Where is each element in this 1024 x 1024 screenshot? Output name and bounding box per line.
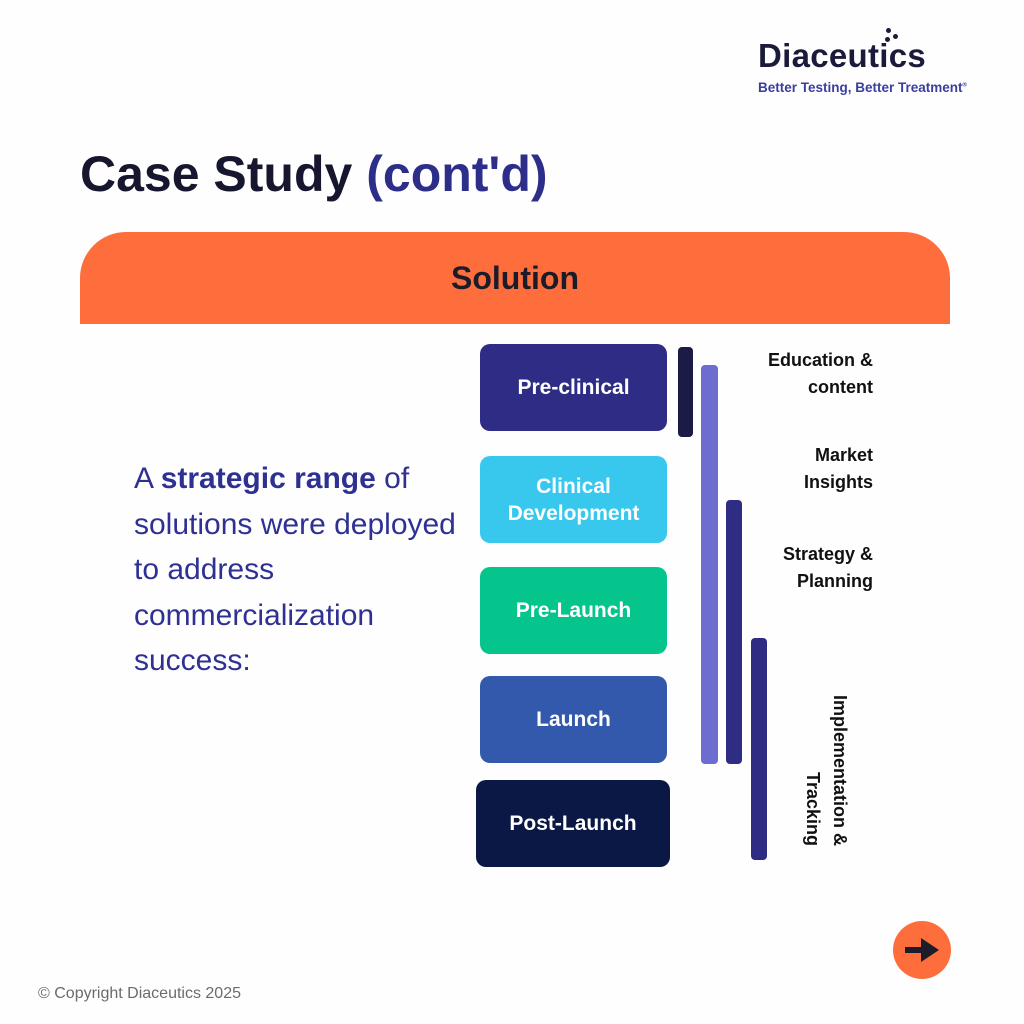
intro-emphasis: strategic range bbox=[160, 462, 376, 495]
trademark-symbol: ® bbox=[962, 82, 967, 89]
stage-box-pre-launch: Pre-Launch bbox=[480, 567, 667, 654]
span-bar-market-insights bbox=[701, 365, 718, 764]
title-main: Case Study bbox=[80, 146, 353, 202]
section-heading: Solution bbox=[451, 259, 579, 296]
span-bar-education bbox=[678, 347, 693, 437]
brand-tagline: Better Testing, Better Treatment® bbox=[758, 80, 967, 95]
intro-text: A strategic range of solutions were depl… bbox=[134, 462, 456, 677]
service-label-market-insights: Market Insights bbox=[803, 445, 873, 492]
service-label-strategy: Strategy & Planning bbox=[782, 544, 873, 591]
next-button[interactable] bbox=[893, 921, 951, 979]
stage-box-pre-clinical: Pre-clinical bbox=[480, 344, 667, 431]
logo-dots-icon bbox=[884, 28, 902, 46]
arrow-right-icon bbox=[905, 938, 939, 962]
brand-name: Diaceutics bbox=[758, 37, 927, 74]
page-title: Case Study (cont'd) bbox=[80, 144, 548, 204]
service-label-implementation: Implementation & Tracking bbox=[803, 694, 850, 846]
stage-box-post-launch: Post-Launch bbox=[476, 780, 670, 867]
stage-box-launch: Launch bbox=[480, 676, 667, 763]
solution-banner: Solution bbox=[80, 232, 950, 324]
service-label-education: Education & content bbox=[767, 350, 873, 397]
brand-logo: Diaceutics Better Testing, Better Treatm… bbox=[758, 28, 988, 95]
stage-box-clinical-development: Clinical Development bbox=[480, 456, 667, 543]
title-accent: (cont'd) bbox=[366, 146, 548, 202]
span-bar-implementation bbox=[751, 638, 767, 860]
span-bar-strategy bbox=[726, 500, 742, 764]
copyright-text: © Copyright Diaceutics 2025 bbox=[38, 985, 241, 1002]
